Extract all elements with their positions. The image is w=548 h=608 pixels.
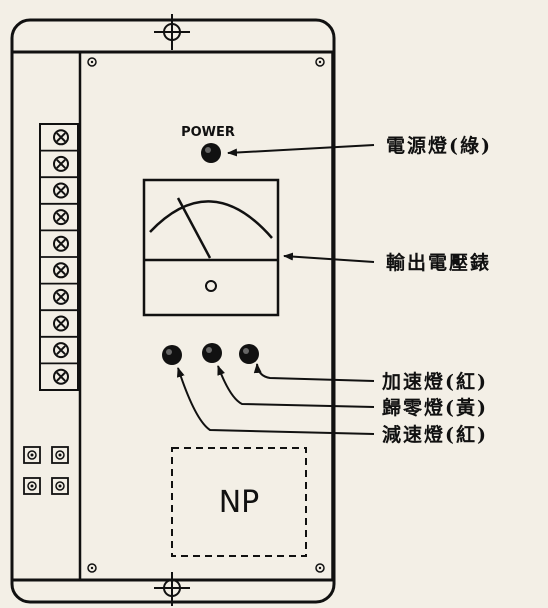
terminal-screw-icon (53, 288, 69, 305)
corner-screw-icon (87, 563, 97, 573)
power-label: POWER (181, 125, 235, 140)
meter-needle (176, 197, 212, 259)
terminal-screw-icon (53, 368, 69, 385)
corner-screw-icon (315, 57, 325, 67)
nameplate-label: NP (219, 485, 260, 520)
output-voltage-meter (142, 178, 280, 317)
accel-lamp (239, 344, 259, 364)
terminal-screw-icon (53, 155, 69, 172)
terminal-screw-icon (53, 129, 69, 146)
terminal-screw-icon (53, 315, 69, 332)
power-lamp-leader (227, 144, 375, 157)
output-meter-callout: 輸出電壓錶 (386, 251, 491, 274)
terminal-screw-icon (53, 182, 69, 199)
accel-lamp-leader (253, 363, 375, 382)
mounting-hole-top (154, 14, 190, 50)
decel-lamp-callout: 減速燈(紅) (382, 423, 488, 446)
return-zero-lamp-leader (217, 365, 375, 408)
terminal-block (39, 123, 79, 391)
corner-screw-icon (315, 563, 325, 573)
return-zero-lamp (202, 343, 222, 363)
connector-pair-top (23, 446, 69, 464)
decel-lamp-leader (176, 367, 375, 435)
accel-lamp-callout: 加速燈(紅) (381, 370, 488, 393)
terminal-screw-icon (53, 235, 69, 252)
corner-screw-icon (87, 57, 97, 67)
power-lamp (201, 143, 221, 163)
meter-scale-arc (149, 200, 273, 239)
connector-pair-bottom (23, 477, 69, 495)
power-lamp-callout: 電源燈(綠) (386, 134, 492, 157)
return-zero-lamp-callout: 歸零燈(黃) (382, 396, 488, 419)
face-plate (79, 51, 333, 581)
terminal-screw-icon (53, 209, 69, 226)
terminal-screw-icon (53, 262, 69, 279)
meter-leader (283, 252, 375, 263)
terminal-screw-icon (53, 342, 69, 359)
nameplate-area (171, 447, 307, 557)
decel-lamp (162, 345, 182, 365)
mounting-hole-bottom (154, 572, 190, 606)
meter-zero-adjust-icon (205, 280, 217, 292)
